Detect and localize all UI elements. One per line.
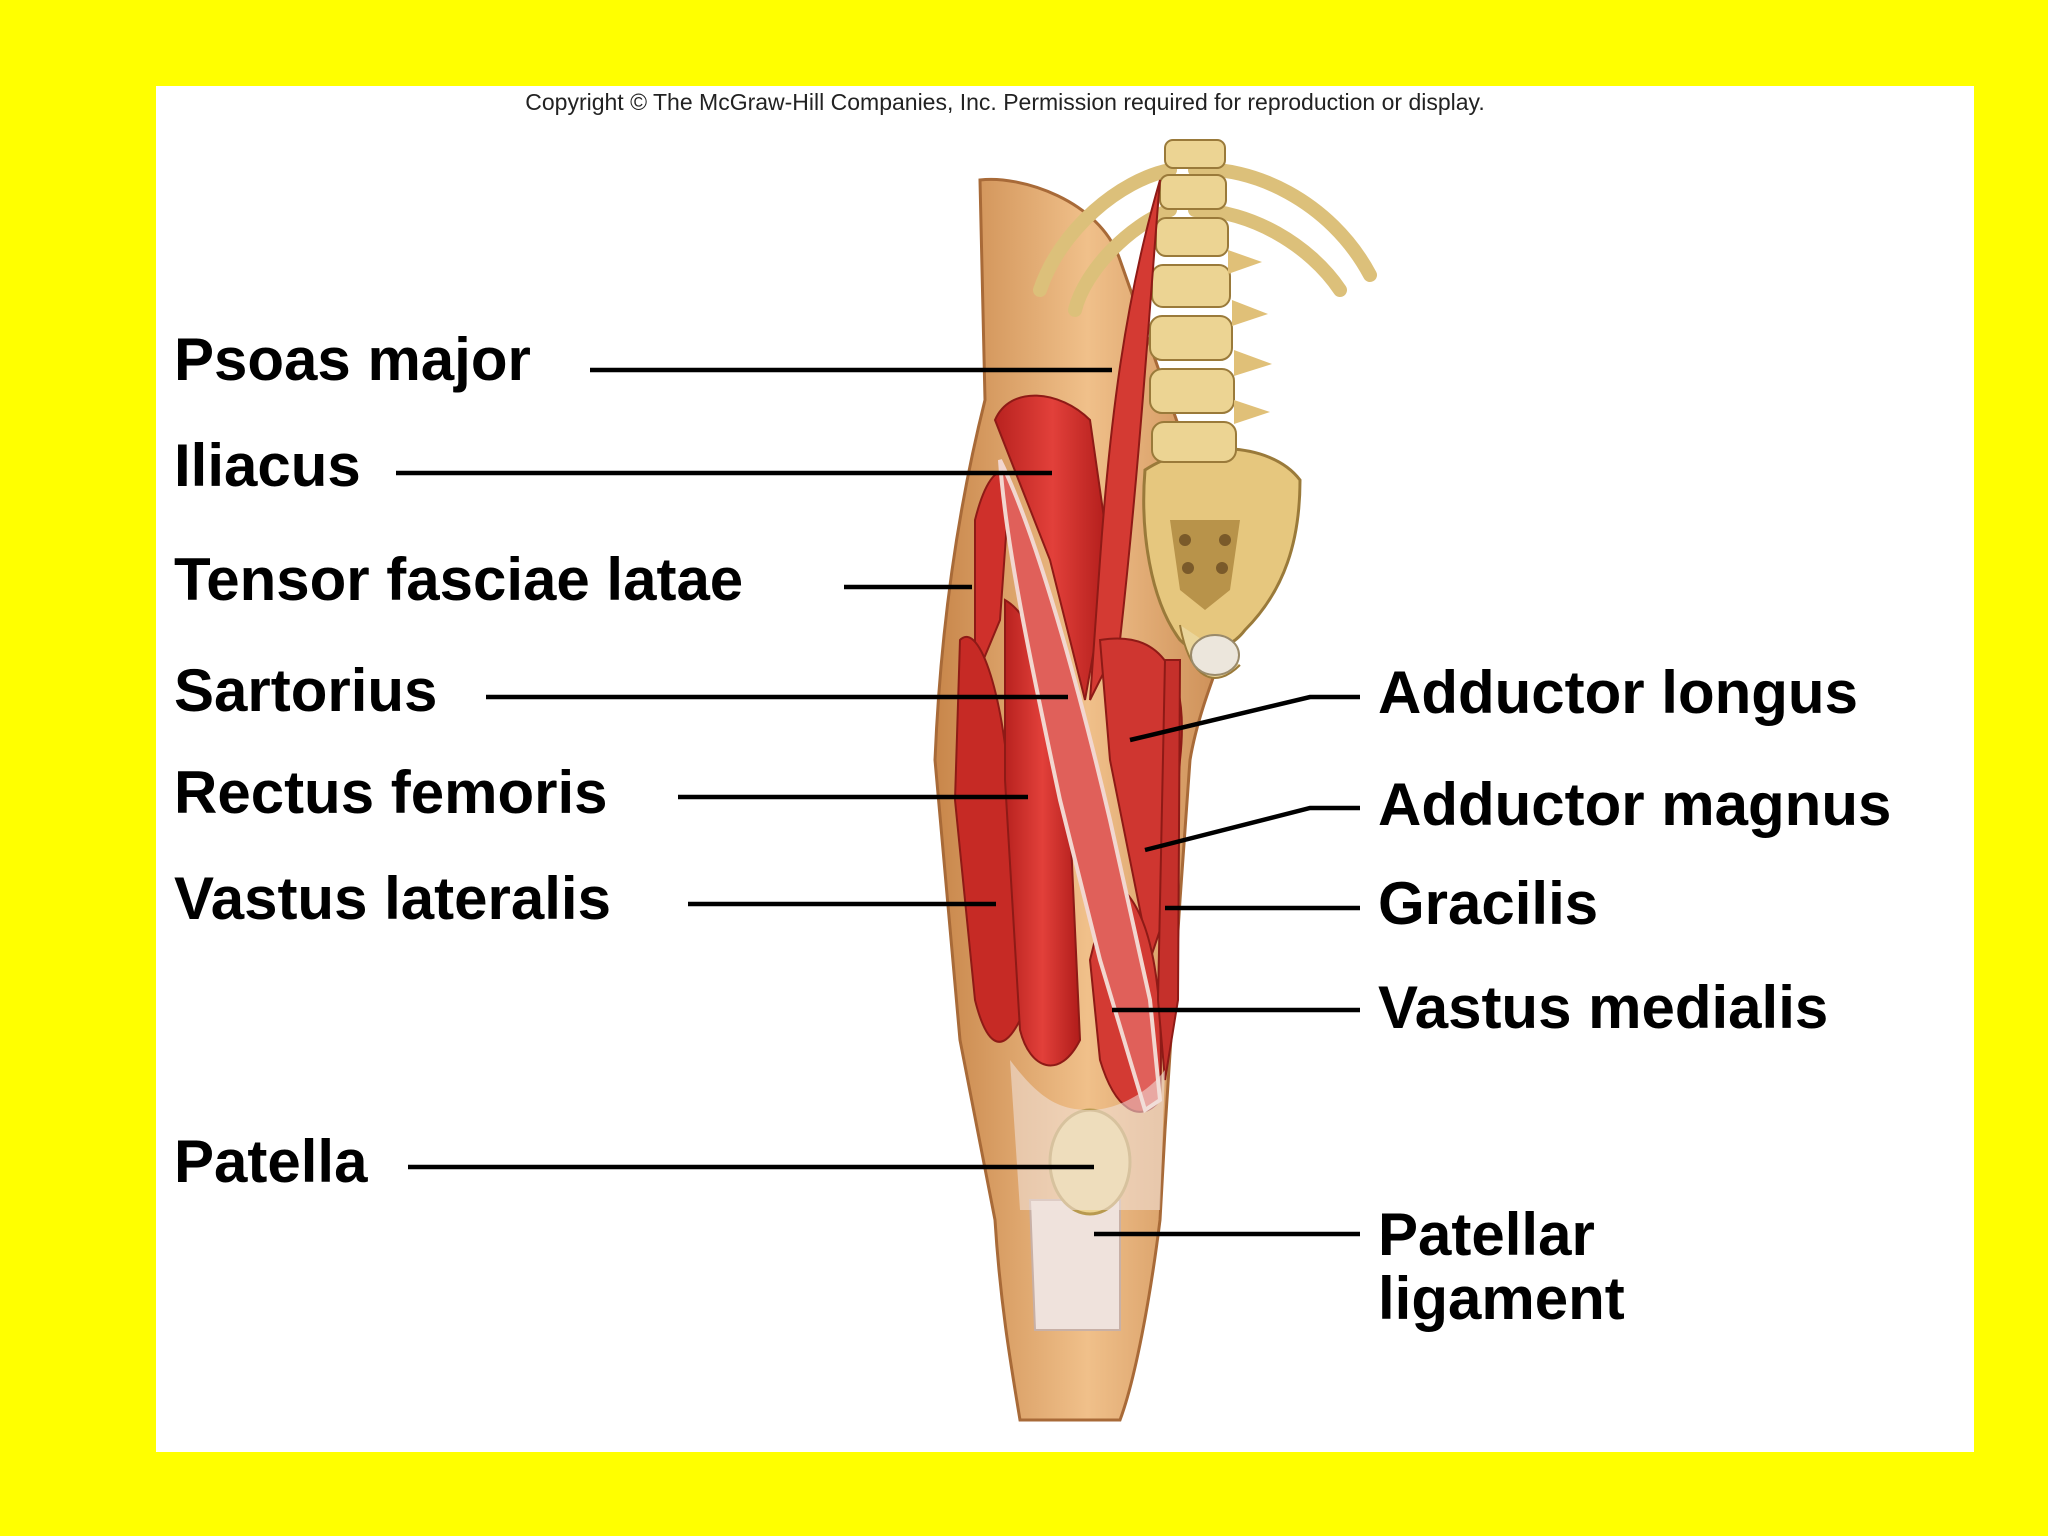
label-patellar-ligament-line2: ligament (1378, 1265, 1625, 1332)
label-patella: Patella (174, 1128, 368, 1195)
label-patellar-ligament-line1: Patellar (1378, 1201, 1595, 1268)
copyright-notice: Copyright © The McGraw-Hill Companies, I… (525, 89, 1485, 115)
patellar-ligament (1028, 1199, 1121, 1331)
label-rectus-femoris: Rectus femoris (174, 759, 608, 826)
label-tensor-fasciae-latae: Tensor fasciae latae (174, 546, 744, 613)
label-adductor-longus: Adductor longus (1378, 659, 1858, 726)
leader-lines (396, 367, 1360, 1237)
label-patellar-ligament: Patellar ligament (1378, 1203, 1625, 1331)
label-vastus-lateralis: Vastus lateralis (174, 865, 611, 932)
gracilis-muscle (1156, 659, 1182, 1081)
label-adductor-magnus: Adductor magnus (1378, 771, 1892, 838)
label-sartorius: Sartorius (174, 657, 438, 724)
label-gracilis: Gracilis (1378, 870, 1599, 937)
label-vastus-medialis: Vastus medialis (1378, 974, 1829, 1041)
label-psoas-major: Psoas major (174, 326, 531, 393)
vertebral-column (1149, 139, 1272, 463)
label-iliacus: Iliacus (174, 432, 361, 499)
